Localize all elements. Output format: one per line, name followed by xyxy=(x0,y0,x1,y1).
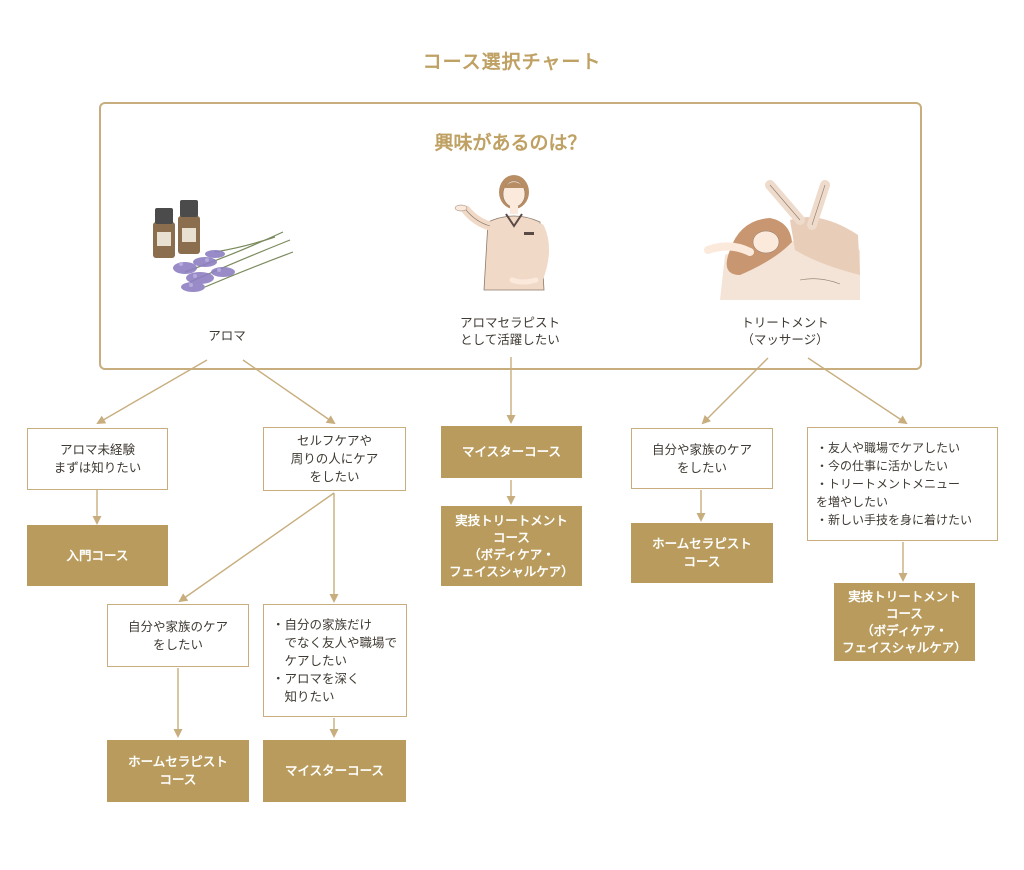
interest-question: 興味があるのは？ xyxy=(434,132,587,154)
arrow-aroma-to-beginner xyxy=(96,359,208,425)
category-aroma: アロマ xyxy=(208,328,246,343)
category-treatment: トリートメント （マッサージ） xyxy=(741,315,829,347)
node-deep-interest-list: ・自分の家族だけ でなく友人や職場で ケアしたい ・アロマを深く 知りたい xyxy=(263,604,407,717)
aroma-oil-lavender-illustration xyxy=(153,200,294,292)
interest-box xyxy=(99,102,922,370)
massage-illustration xyxy=(704,180,860,300)
category-therapist: アロマセラピスト として活躍したい xyxy=(459,315,560,347)
arrow-aroma-to-selfcare xyxy=(242,359,336,425)
course-practical-center[interactable]: 実技トリートメント コース （ボディケア・ フェイスシャルケア） xyxy=(441,506,582,586)
course-intro[interactable]: 入門コース xyxy=(27,525,168,586)
chart-title: コース選択チャート xyxy=(422,51,602,73)
course-practical-right[interactable]: 実技トリートメント コース （ボディケア・ フェイスシャルケア） xyxy=(834,583,975,661)
course-home-therapist-left[interactable]: ホームセラピスト コース xyxy=(107,740,249,802)
course-meister-center[interactable]: マイスターコース xyxy=(441,426,582,478)
arrow-selfcare-to-family xyxy=(178,492,335,603)
node-aroma-beginner: アロマ未経験 まずは知りたい xyxy=(27,428,168,490)
therapist-illustration xyxy=(454,175,549,291)
node-family-care-right: 自分や家族のケア をしたい xyxy=(631,428,773,489)
node-friends-work-list: ・友人や職場でケアしたい ・今の仕事に活かしたい ・トリートメントメニュー を増… xyxy=(807,427,998,541)
course-meister-left[interactable]: マイスターコース xyxy=(263,740,406,802)
course-home-therapist-right[interactable]: ホームセラピスト コース xyxy=(631,523,773,583)
node-family-care-left: 自分や家族のケア をしたい xyxy=(107,604,249,667)
node-self-care: セルフケアや 周りの人にケア をしたい xyxy=(263,427,406,491)
